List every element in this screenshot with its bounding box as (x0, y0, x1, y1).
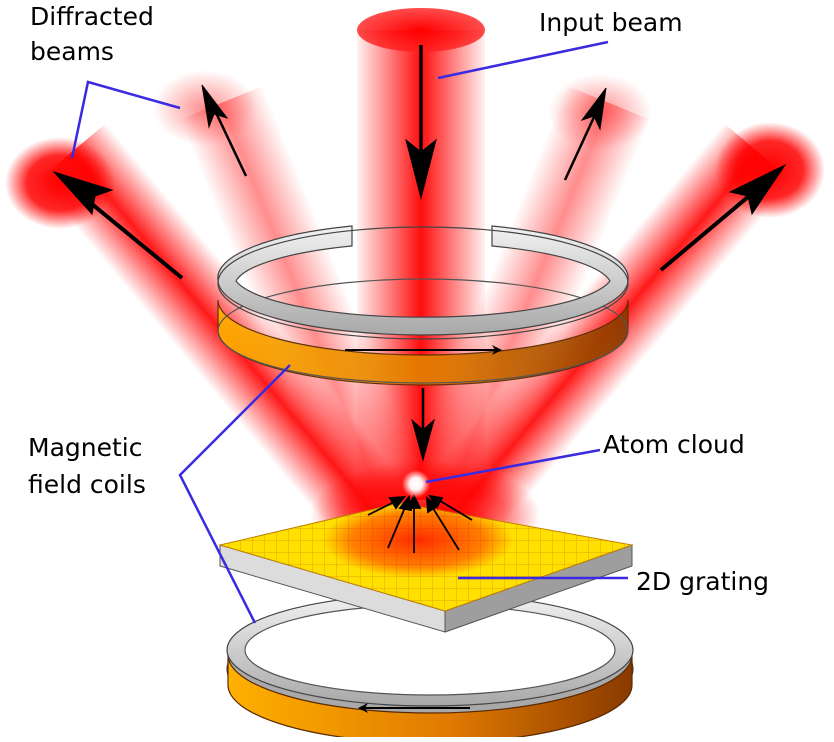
grating (218, 502, 634, 633)
leader-atom-cloud (425, 448, 601, 484)
label-coils-line2: field coils (28, 470, 146, 499)
atom-cloud (402, 470, 430, 498)
leader-lines (70, 40, 628, 624)
leader-input-beam (437, 40, 609, 80)
label-diffracted-line2: beams (30, 37, 114, 66)
lower-coil (226, 593, 634, 742)
upper-coil (217, 225, 629, 386)
label-grating: 2D grating (636, 567, 769, 596)
leader-coils (178, 364, 291, 624)
label-input-beam: Input beam (539, 8, 683, 37)
label-atom-cloud: Atom cloud (603, 430, 745, 459)
leader-diffracted (70, 80, 181, 159)
labels: Diffracted beams Input beam Magnetic fie… (28, 2, 769, 596)
label-diffracted-line1: Diffracted (30, 2, 154, 31)
label-coils-line1: Magnetic (28, 433, 142, 462)
beam-arrows (52, 45, 787, 553)
